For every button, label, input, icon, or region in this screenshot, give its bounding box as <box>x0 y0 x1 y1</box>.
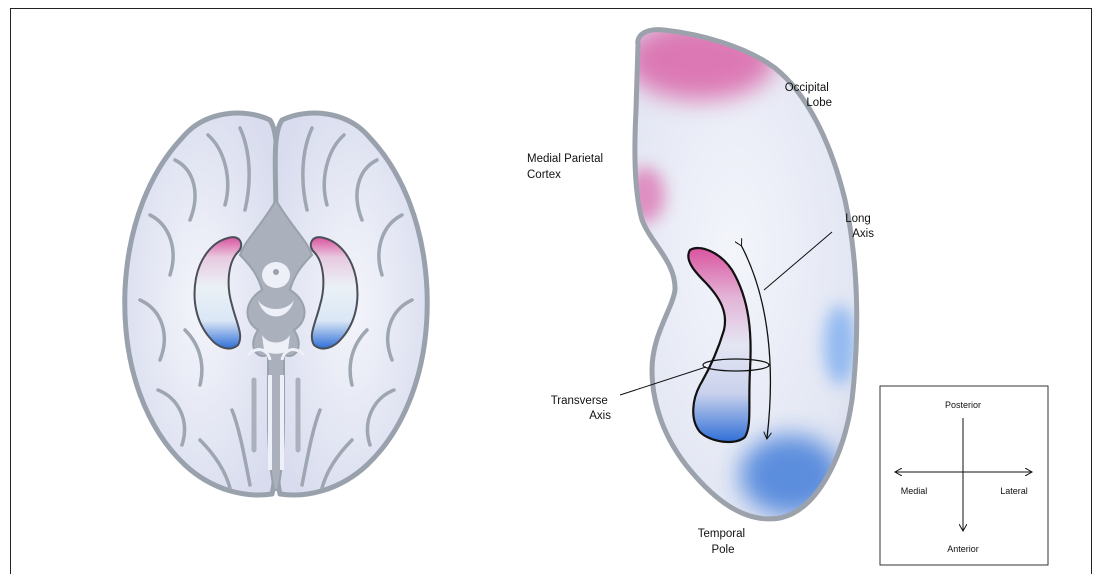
hippocampus-enlarged <box>620 20 857 519</box>
compass-lateral-label: Lateral <box>1000 486 1028 496</box>
medial-parietal-cortex-label: Medial Parietal Cortex <box>527 153 606 181</box>
orientation-compass: Posterior Anterior Medial Lateral <box>880 386 1048 565</box>
compass-posterior-label: Posterior <box>945 400 981 410</box>
compass-anterior-label: Anterior <box>947 544 979 554</box>
transverse-axis-label: Transverse Axis <box>551 395 612 422</box>
compass-medial-label: Medial <box>901 486 928 496</box>
temporal-pole-label: Temporal Pole <box>698 528 749 556</box>
brain-inferior-view <box>125 113 427 495</box>
